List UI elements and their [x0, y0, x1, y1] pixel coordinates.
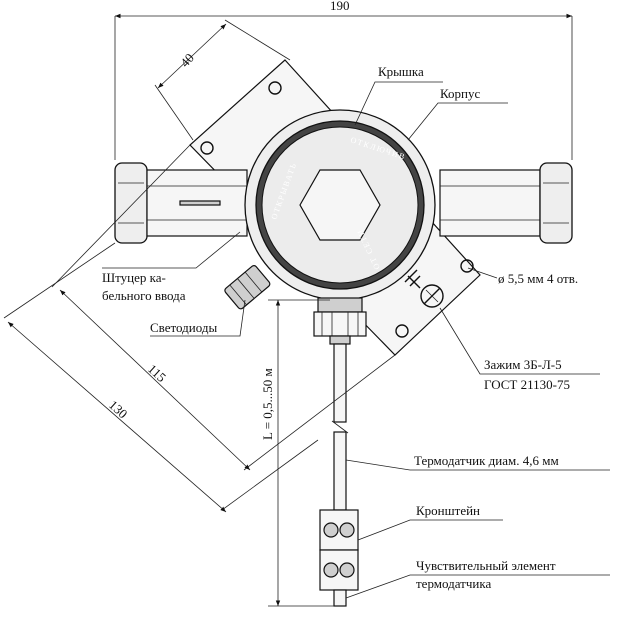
bracket — [319, 509, 359, 607]
cover-hexagon — [299, 169, 381, 241]
label-fitting-1: Штуцер ка- — [102, 270, 166, 285]
mounting-hole — [395, 324, 409, 338]
dimension-115-label: 115 — [145, 361, 169, 385]
label-leds: Светодиоды — [150, 320, 217, 335]
cable-fitting-left — [114, 162, 248, 244]
dimension-length-label: L = 0,5...50 м — [260, 368, 275, 440]
ground-clamp — [420, 284, 444, 308]
leader-lines — [102, 81, 610, 599]
ground-symbol-icon — [404, 269, 421, 289]
dimension-190: 190 — [114, 0, 573, 160]
dimension-190-label: 190 — [330, 0, 350, 13]
thermosensor — [313, 297, 367, 511]
label-cover: Крышка — [378, 64, 424, 79]
label-clamp-1: Зажим 3Б-Л-5 — [484, 357, 562, 372]
mounting-hole — [268, 81, 282, 95]
label-fitting-2: бельного ввода — [102, 288, 186, 303]
label-thermosensor: Термодатчик диам. 4,6 мм — [414, 453, 559, 468]
led-assembly — [224, 265, 271, 310]
label-holes: ø 5,5 мм 4 отв. — [498, 271, 578, 286]
mounting-hole — [200, 141, 214, 155]
label-bracket: Кронштейн — [416, 503, 480, 518]
mounting-hole — [460, 259, 474, 273]
dimension-130-label: 130 — [106, 397, 131, 421]
label-housing: Корпус — [440, 86, 480, 101]
label-element-2: термодатчика — [416, 576, 491, 591]
label-clamp-2: ГОСТ 21130-75 — [484, 377, 570, 392]
dimension-length: L = 0,5...50 м — [260, 299, 334, 607]
labels: Крышка Корпус Штуцер ка- бельного ввода … — [102, 64, 578, 591]
label-element-1: Чувствительный элемент — [416, 558, 556, 573]
cable-fitting-right — [439, 162, 573, 244]
